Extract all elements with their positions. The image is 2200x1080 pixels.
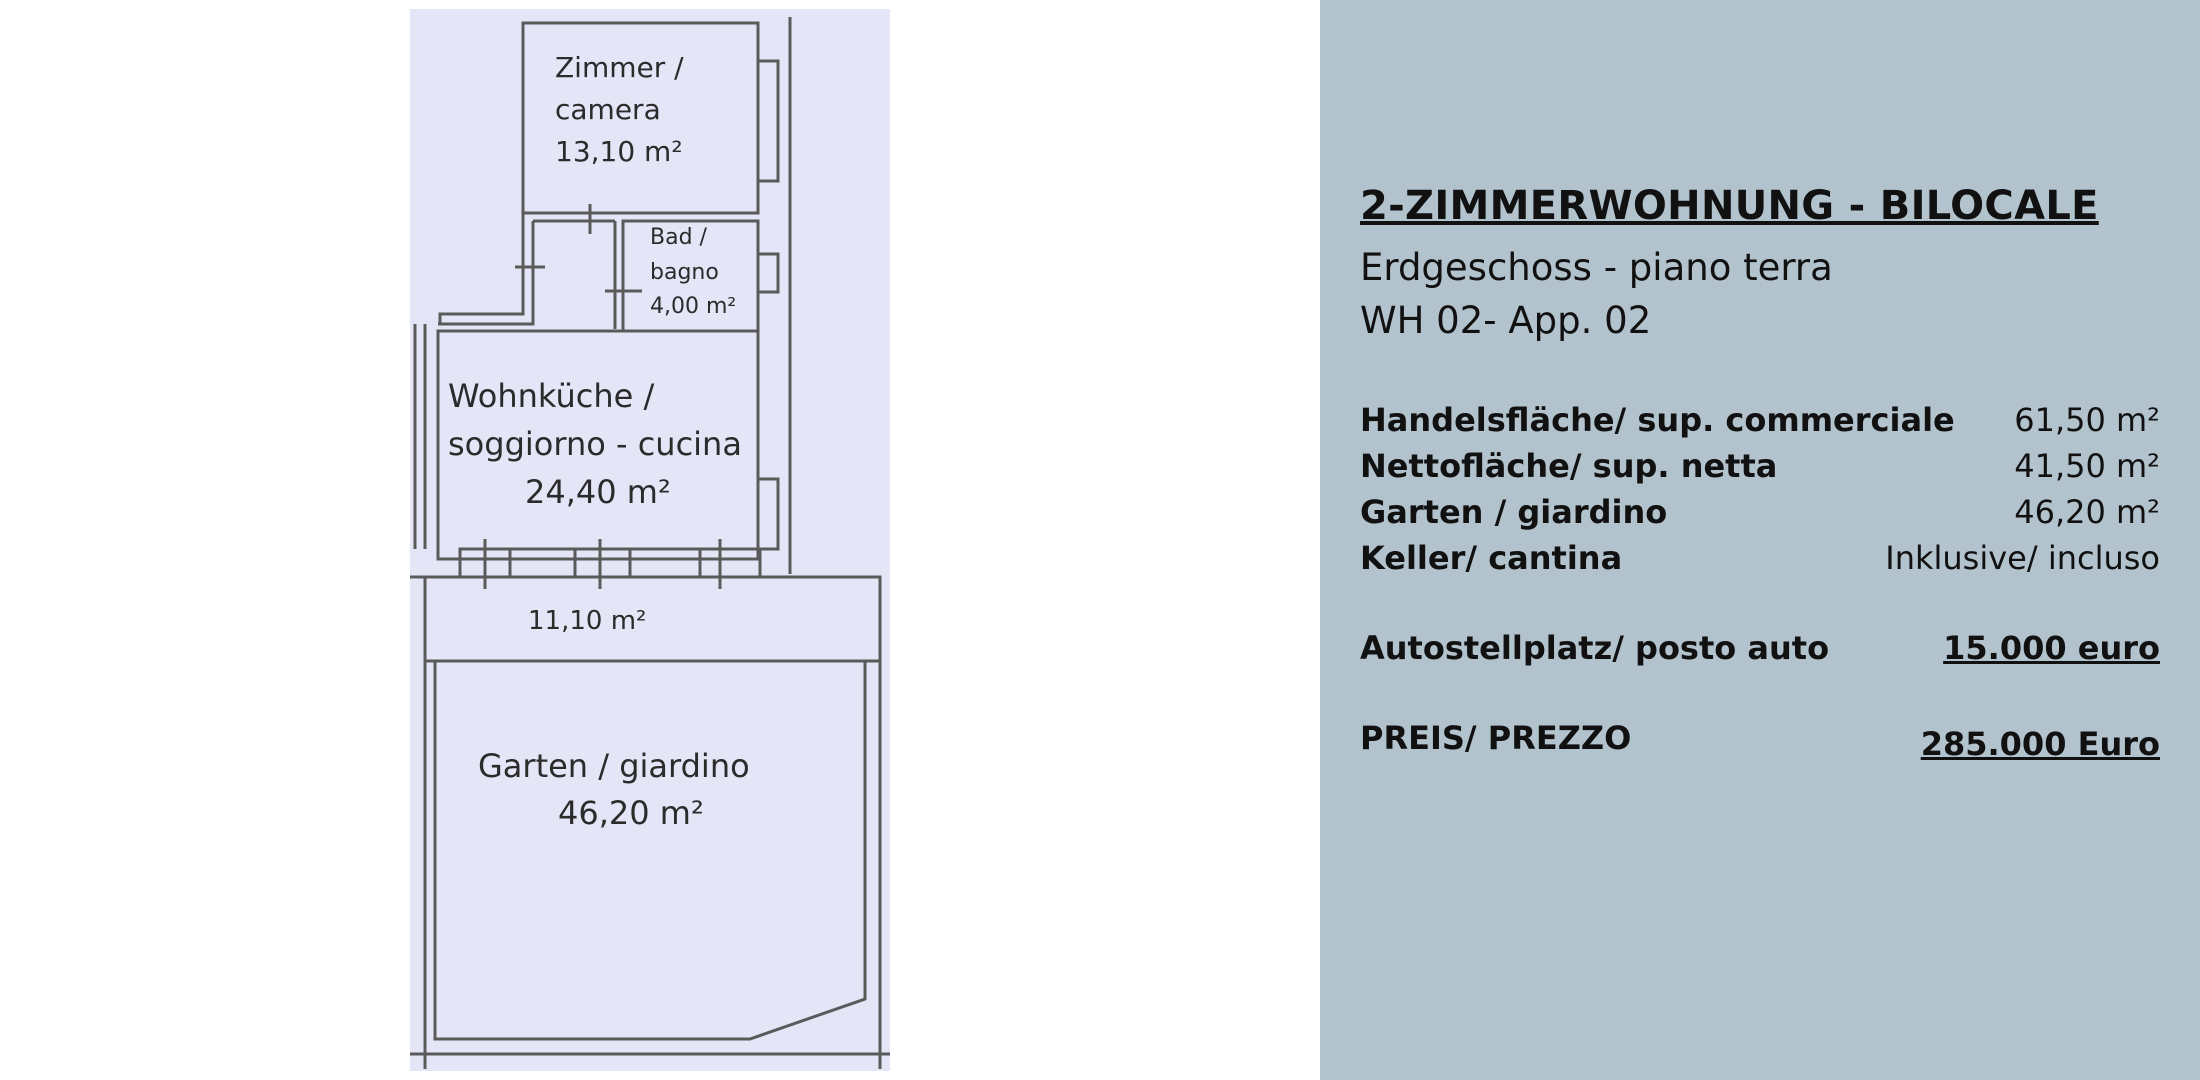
spec-value: 46,20 m² (2014, 493, 2160, 531)
bad-label-2: bagno (650, 260, 719, 285)
zimmer-label-2: camera (555, 93, 661, 126)
wohnkueche-label-2: soggiorno - cucina (448, 425, 742, 463)
spec-row: Nettofläche/ sup. netta 41,50 m² (1360, 443, 2160, 489)
spec-value: Inklusive/ incluso (1885, 539, 2160, 577)
price-row: PREIS/ PREZZO 285.000 Euro (1360, 719, 2160, 763)
floor-level: Erdgeschoss - piano terra (1360, 246, 1833, 289)
spec-row: Garten / giardino 46,20 m² (1360, 489, 2160, 535)
price-label: PREIS/ PREZZO (1360, 719, 1632, 757)
floor-plan: Zimmer / camera 13,10 m² Bad / bagno 4,0… (410, 9, 890, 1071)
parking-row: Autostellplatz/ posto auto 15.000 euro (1360, 629, 2160, 667)
parking-price: 15.000 euro (1943, 629, 2160, 667)
price-value: 285.000 Euro (1920, 725, 2160, 763)
spec-label: Garten / giardino (1360, 493, 1668, 531)
parking-label: Autostellplatz/ posto auto (1360, 629, 1830, 667)
bad-area: 4,00 m² (650, 294, 736, 319)
spec-label: Nettofläche/ sup. netta (1360, 447, 1778, 485)
spec-label: Handelsfläche/ sup. commerciale (1360, 401, 1955, 439)
spec-row: Keller/ cantina Inklusive/ incluso (1360, 535, 2160, 581)
listing-title: 2-ZIMMERWOHNUNG - BILOCALE (1360, 183, 2099, 229)
unit-number: WH 02- App. 02 (1360, 299, 1652, 342)
spec-label: Keller/ cantina (1360, 539, 1623, 577)
zimmer-area: 13,10 m² (555, 135, 683, 168)
zimmer-label-1: Zimmer / (555, 51, 684, 84)
floor-plan-drawing: Zimmer / camera 13,10 m² Bad / bagno 4,0… (410, 17, 890, 1069)
wohnkueche-area: 24,40 m² (525, 473, 671, 511)
spec-value: 41,50 m² (2014, 447, 2160, 485)
garden-area: 46,20 m² (558, 794, 704, 832)
terrace-area: 11,10 m² (528, 606, 646, 636)
wohnkueche-label-1: Wohnküche / (448, 377, 654, 415)
listing-info-panel: 2-ZIMMERWOHNUNG - BILOCALE Erdgeschoss -… (1320, 0, 2200, 1080)
garden-label: Garten / giardino (478, 747, 750, 785)
room-wohnkueche-outline (436, 329, 760, 561)
spec-list: Handelsfläche/ sup. commerciale 61,50 m²… (1360, 397, 2160, 581)
spec-row: Handelsfläche/ sup. commerciale 61,50 m² (1360, 397, 2160, 443)
spec-value: 61,50 m² (2014, 401, 2160, 439)
bad-label-1: Bad / (650, 225, 708, 250)
